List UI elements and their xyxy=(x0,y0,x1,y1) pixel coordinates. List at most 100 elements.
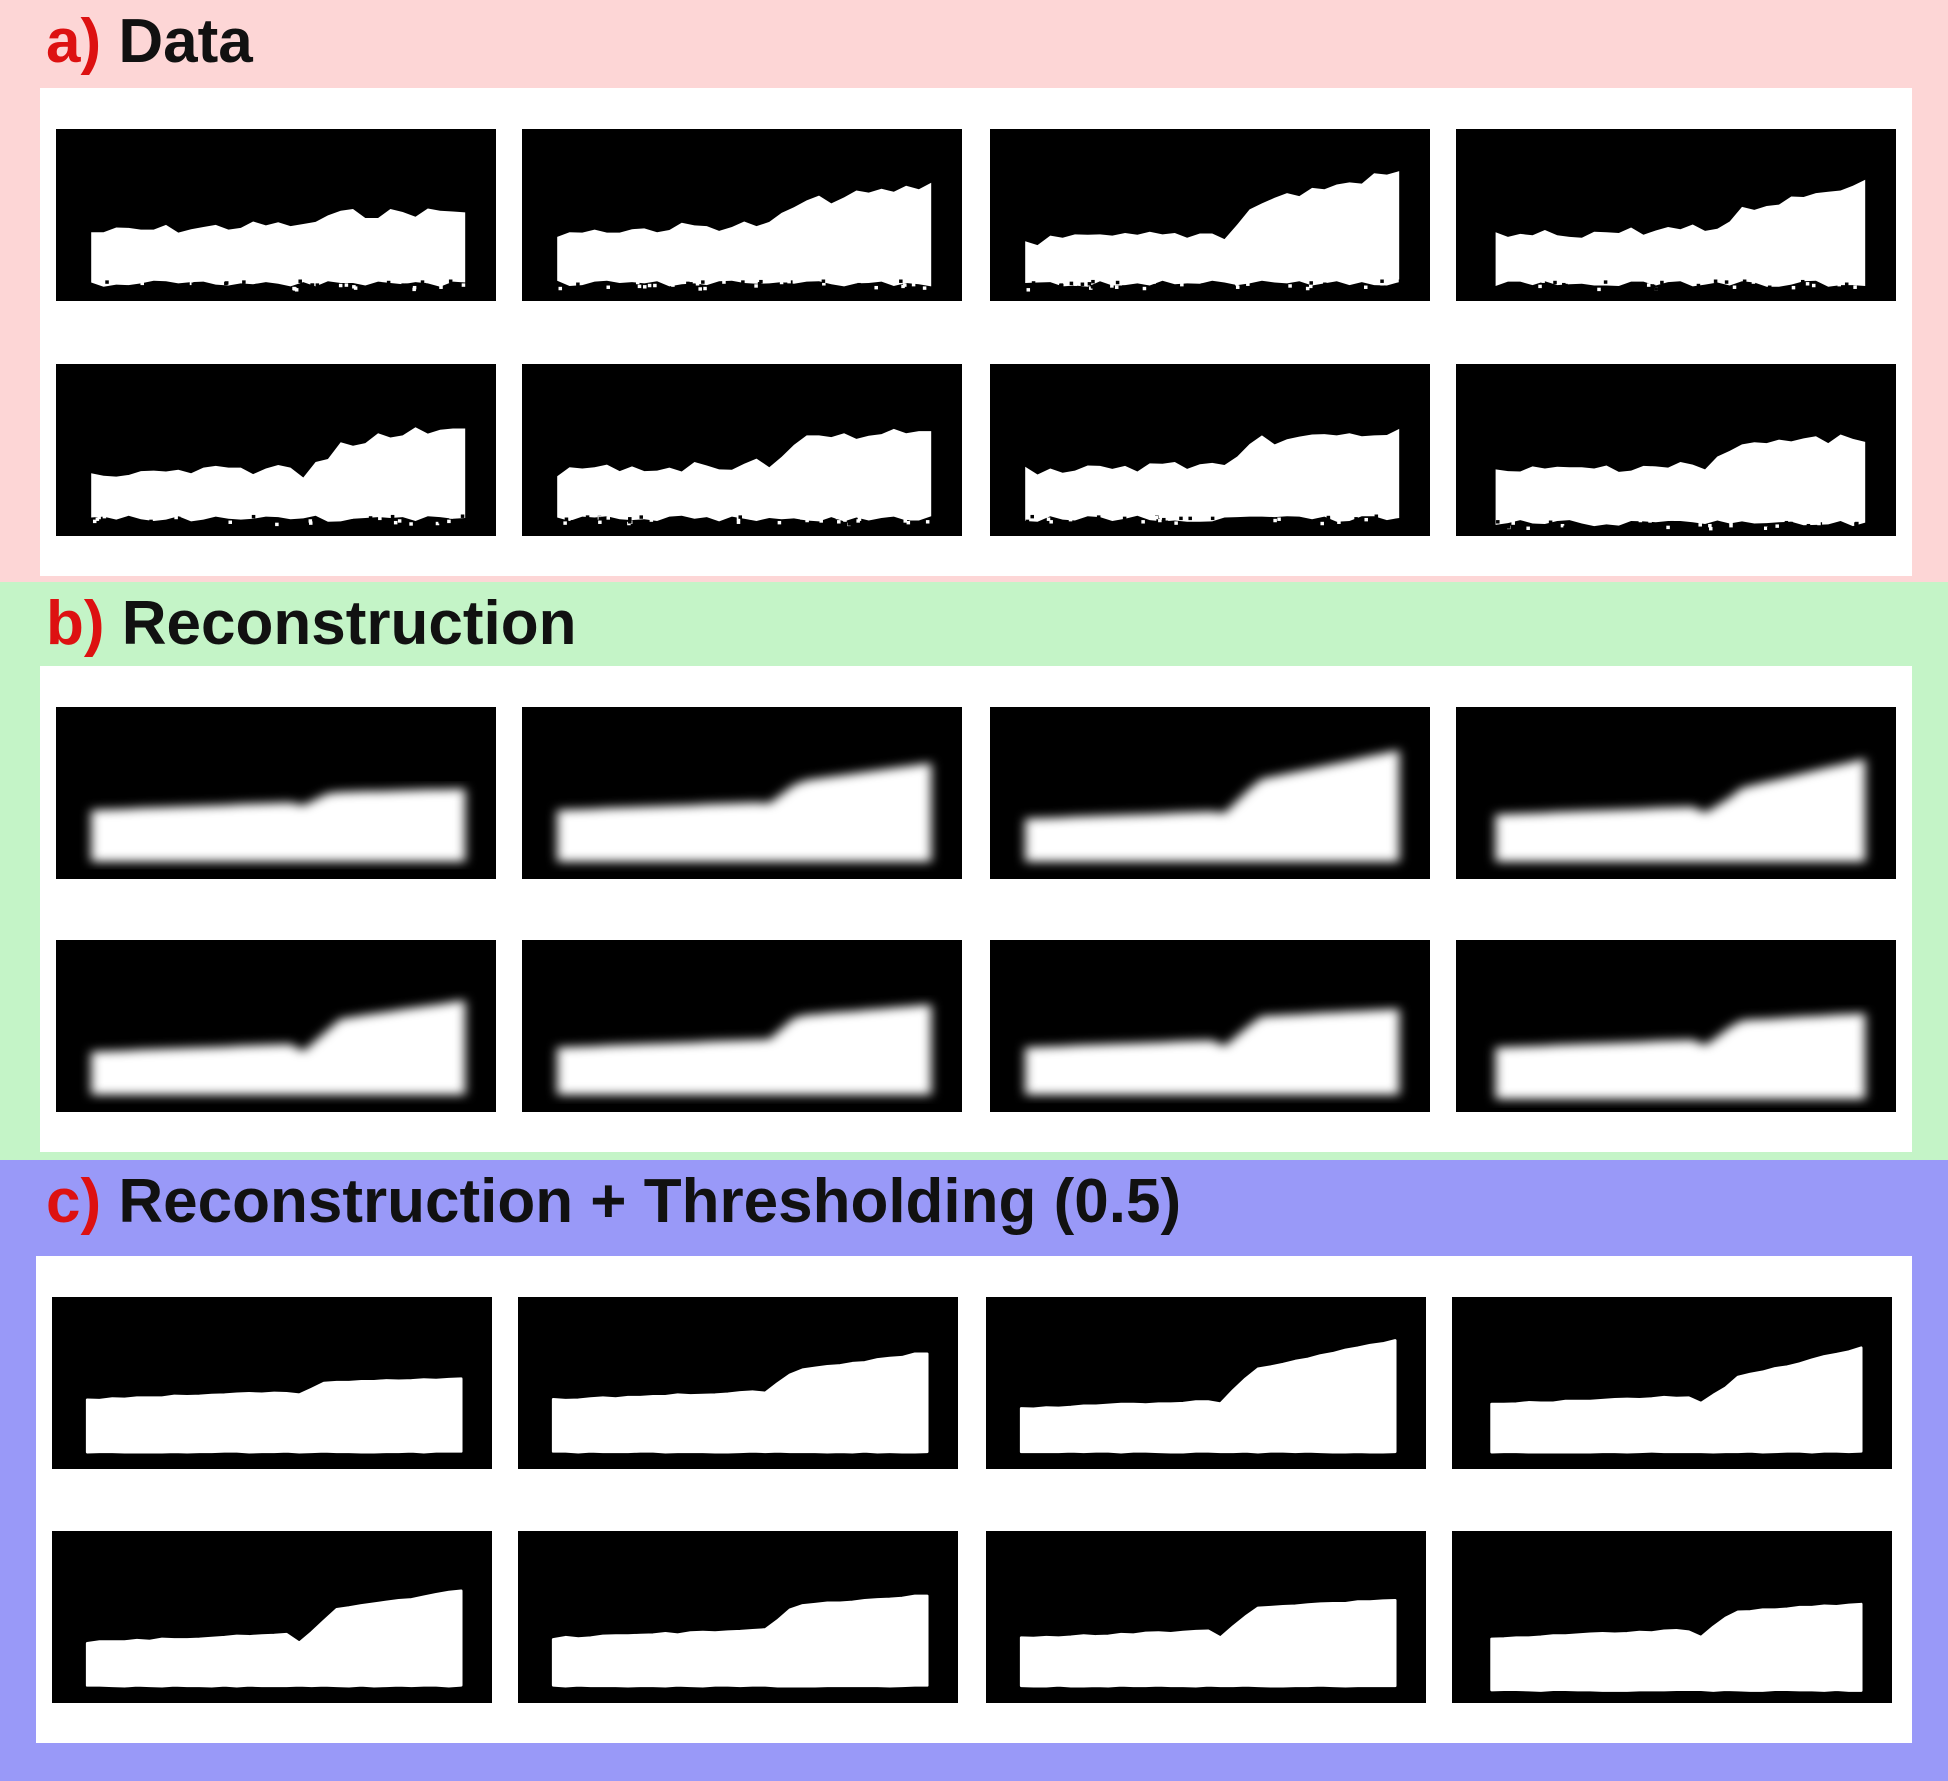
noise-speck xyxy=(753,522,757,527)
noise-speck xyxy=(447,519,451,524)
noise-speck xyxy=(1654,287,1658,291)
noise-speck xyxy=(1781,523,1786,527)
noise-speck xyxy=(100,280,104,285)
noise-speck xyxy=(248,280,253,284)
noise-speck xyxy=(1766,287,1771,292)
noise-speck xyxy=(174,515,178,520)
noise-speck xyxy=(1173,286,1177,291)
noise-speck xyxy=(1156,518,1160,522)
section-title-thresholded: c) Reconstruction + Thresholding (0.5) xyxy=(46,1166,1181,1238)
section-label: Data xyxy=(118,7,253,76)
noise-speck xyxy=(703,286,707,291)
shape-mask xyxy=(557,428,932,522)
shape-svg xyxy=(557,1004,932,1095)
noise-speck xyxy=(1374,514,1379,518)
noise-speck xyxy=(387,287,392,291)
shape-svg xyxy=(91,1000,466,1095)
shape-svg xyxy=(1490,1602,1863,1692)
noise-speck xyxy=(922,286,927,290)
shape-svg xyxy=(557,182,932,292)
noise-speck xyxy=(821,279,826,283)
noise-speck xyxy=(312,523,317,527)
noise-speck xyxy=(1516,524,1521,529)
shape-image xyxy=(522,364,962,536)
noise-speck xyxy=(1160,519,1165,524)
noise-speck xyxy=(765,284,769,288)
noise-speck xyxy=(1073,282,1078,286)
noise-speck xyxy=(1784,520,1789,525)
noise-speck xyxy=(1387,287,1391,291)
noise-speck xyxy=(1708,523,1712,528)
noise-speck xyxy=(1526,526,1530,530)
section-label: Reconstruction xyxy=(121,589,577,658)
noise-speck xyxy=(689,282,693,286)
noise-speck xyxy=(412,287,416,292)
noise-speck xyxy=(1068,517,1073,522)
noise-speck xyxy=(409,522,413,526)
shape-image xyxy=(990,707,1430,879)
noise-speck xyxy=(1025,519,1030,524)
noise-speck xyxy=(847,522,852,526)
noise-speck xyxy=(1562,282,1566,287)
noise-speck xyxy=(183,520,188,525)
noise-speck xyxy=(423,518,428,522)
shape-svg xyxy=(1495,179,1866,292)
shape-mask xyxy=(1019,1339,1397,1454)
noise-speck xyxy=(347,285,352,290)
shape-svg xyxy=(85,1377,463,1454)
noise-speck xyxy=(1767,526,1771,531)
noise-speck xyxy=(627,521,631,526)
shape-mask xyxy=(1495,434,1866,527)
noise-speck xyxy=(570,520,575,524)
noise-speck xyxy=(1638,518,1643,523)
noise-speck xyxy=(298,279,302,283)
noise-speck xyxy=(837,520,841,524)
shape-mask xyxy=(551,1594,929,1688)
noise-speck xyxy=(1661,523,1665,527)
noise-speck xyxy=(1788,525,1792,530)
noise-speck xyxy=(386,280,391,285)
noise-speck xyxy=(315,283,320,287)
shape-mask xyxy=(1490,1602,1863,1692)
noise-speck xyxy=(671,283,675,287)
shape-image xyxy=(986,1531,1426,1703)
noise-speck xyxy=(92,519,97,524)
shape-mask xyxy=(91,1000,466,1095)
shape-svg xyxy=(551,1594,929,1688)
shape-image xyxy=(56,364,496,536)
noise-speck xyxy=(390,514,395,519)
noise-speck xyxy=(160,282,165,286)
noise-speck xyxy=(906,520,911,525)
noise-speck xyxy=(1364,285,1368,289)
noise-speck xyxy=(1693,280,1698,284)
noise-speck xyxy=(95,517,100,521)
noise-speck xyxy=(1837,282,1841,287)
noise-speck xyxy=(191,282,196,286)
shape-image xyxy=(52,1297,492,1469)
noise-speck xyxy=(246,279,250,283)
noise-speck xyxy=(1320,521,1324,526)
shape-image xyxy=(522,940,962,1112)
shape-image xyxy=(518,1297,958,1469)
noise-speck xyxy=(224,281,228,286)
section-letter: a) xyxy=(46,7,102,76)
noise-speck xyxy=(1803,287,1808,292)
noise-speck xyxy=(1800,279,1805,284)
section-data: a) Data xyxy=(0,0,1948,582)
noise-speck xyxy=(701,280,705,284)
noise-speck xyxy=(1698,523,1702,527)
noise-speck xyxy=(1622,284,1627,289)
shape-svg xyxy=(91,427,466,527)
noise-speck xyxy=(777,287,781,292)
noise-speck xyxy=(606,285,610,289)
noise-speck xyxy=(99,522,103,526)
noise-speck xyxy=(787,279,791,284)
noise-speck xyxy=(1648,519,1652,523)
noise-speck xyxy=(1764,526,1768,530)
image-grid-data xyxy=(40,88,1912,576)
noise-speck xyxy=(1623,526,1628,531)
shape-image xyxy=(990,364,1430,536)
noise-speck xyxy=(1512,285,1517,290)
noise-speck xyxy=(916,286,921,291)
noise-speck xyxy=(1087,282,1092,286)
